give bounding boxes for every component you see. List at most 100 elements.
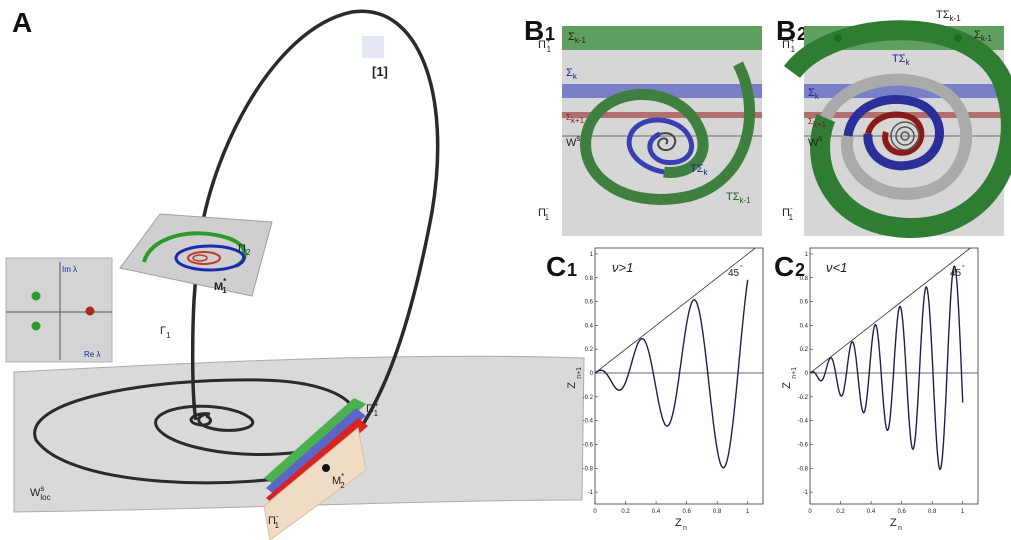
panel-label-c1: C <box>546 251 566 282</box>
b1-blue-spiral <box>626 117 694 175</box>
x-tick-label: 0 <box>593 509 597 515</box>
plot-annotation: ν<1 <box>826 260 847 275</box>
y-tick-label: 1 <box>805 252 809 258</box>
svg-text:TΣk-1: TΣk-1 <box>726 191 751 205</box>
b1-tsigma-km1: TΣ <box>726 191 740 203</box>
y-tick-label: -0.8 <box>798 466 809 472</box>
gamma-label: Γ <box>160 325 166 337</box>
pi1-minus-plane <box>263 427 367 540</box>
b1-sigma-k-sub: k <box>573 72 578 81</box>
inset-re-label: Re λ <box>84 350 100 359</box>
angle-label: 45 <box>950 268 962 279</box>
x-tick-label: 0 <box>808 509 812 515</box>
eigen-green-upper <box>31 291 41 301</box>
b1-pi-plus-sup: + <box>546 36 551 45</box>
b2-sigma-km1: Σ <box>974 29 981 41</box>
svg-text:Σk-1: Σk-1 <box>974 29 992 43</box>
ws-loc-sup: s <box>40 484 44 493</box>
y-tick-label: -0.2 <box>798 395 809 401</box>
b2-green-spiral <box>783 20 1011 239</box>
b1-pi-minus-sup: - <box>546 204 549 213</box>
panel-sub-c1: 1 <box>567 260 577 280</box>
b1-inner-spiral <box>657 132 677 152</box>
y-axis-label: Z <box>781 382 793 389</box>
x-tick-label: 1 <box>746 509 750 515</box>
b2-red-spiral <box>865 111 925 156</box>
pi1-green-band <box>264 398 366 486</box>
b2-green-dot-left <box>834 34 842 42</box>
pi2-red-ring <box>187 251 221 265</box>
pi2-red-inner <box>192 254 208 262</box>
x-tick-label: 0.4 <box>867 509 876 515</box>
b1-tsigma-k-sub: k <box>704 168 709 177</box>
svg-text:Π-1: Π-1 <box>782 204 794 222</box>
b1-sigma-k-band <box>562 84 762 98</box>
y-tick-label: 0.8 <box>800 276 809 282</box>
y-axis-label-sub: n+1 <box>576 367 583 379</box>
ws-loc-surface <box>13 355 585 513</box>
y-tick-label: 0.2 <box>800 347 809 353</box>
svg-text:Π-1: Π-1 <box>268 512 280 530</box>
eigen-red <box>85 306 95 316</box>
diagonal-line <box>809 247 971 374</box>
b2-tsigma-k: TΣ <box>892 53 906 65</box>
pi2-blue-ring <box>174 244 246 272</box>
panel-sub-c2: 2 <box>795 260 805 280</box>
b2-green-dot-right <box>954 34 962 42</box>
svg-text:M*2: M*2 <box>332 472 345 490</box>
svg-text:TΣk: TΣk <box>892 53 911 67</box>
m1-sup: * <box>223 277 227 286</box>
panel-label-a: A <box>12 7 32 38</box>
y-tick-label: 1 <box>590 252 594 258</box>
b1-pi-minus: Π <box>538 207 546 219</box>
b1-sigma-kp1-band <box>562 112 762 118</box>
return-map-curve <box>594 279 749 469</box>
b1-sigma-km1: Σ <box>568 31 575 43</box>
y-tick-label: 0.2 <box>585 347 594 353</box>
y-tick-label: -0.6 <box>583 442 594 448</box>
ws-loc-sub: loc <box>40 493 50 502</box>
m2-sup: * <box>341 472 344 481</box>
b2-inner-ring1 <box>890 121 920 151</box>
b1-tsigma-k: TΣ <box>690 163 704 175</box>
b2-sigma-kp1-sub: k+1 <box>813 120 827 129</box>
y-tick-label: -0.4 <box>583 419 594 425</box>
ws-loc-label: W <box>30 487 41 499</box>
y-tick-label: 0.4 <box>585 323 594 329</box>
panel-sub-b2: 2 <box>797 24 807 44</box>
y-tick-label: -0.2 <box>583 395 594 401</box>
svg-text:Π+1: Π+1 <box>366 400 379 418</box>
b1-sigma-km1-band <box>562 26 762 50</box>
b2-inner-ring2 <box>895 126 915 146</box>
panel-label-b2: B <box>776 15 796 46</box>
y-tick-label: 0 <box>805 371 809 377</box>
x-tick-label: 0.2 <box>836 509 845 515</box>
pi1-minus-sup: - <box>276 512 279 521</box>
y-axis-label: Z <box>566 382 578 389</box>
angle-label: 45 <box>728 268 740 279</box>
y-tick-label: 0.6 <box>800 300 809 306</box>
b2-ws-sup: s <box>818 134 822 143</box>
angle-sup: ° <box>740 264 743 272</box>
svg-text:Σk: Σk <box>808 87 820 101</box>
b1-pi-minus-sub: 1 <box>545 213 550 222</box>
panel-sub-b1: 1 <box>545 24 555 44</box>
svg-text:Σk+1: Σk+1 <box>566 113 585 125</box>
plot-frame <box>809 247 979 505</box>
b2-pi-plus-sub: 1 <box>791 45 796 54</box>
b2-sigma-kp1: Σ <box>808 117 813 126</box>
y-tick-label: 0.6 <box>585 300 594 306</box>
b1-sigma-kp1: Σ <box>566 113 571 122</box>
pi1-plus-label: Π <box>366 403 374 415</box>
x-tick-label: 0.6 <box>897 509 906 515</box>
svg-text:Π+1: Π+1 <box>538 36 552 54</box>
b1-green-spiral <box>580 61 755 205</box>
return-map-curve <box>809 265 964 470</box>
b1-sigma-kp1-sub: k+1 <box>571 116 585 125</box>
pi1-plus-sup: + <box>374 400 379 409</box>
ref-label: [1] <box>372 64 388 79</box>
panel-label-c2: C <box>774 251 794 282</box>
svg-text:Π2: Π2 <box>238 243 251 257</box>
